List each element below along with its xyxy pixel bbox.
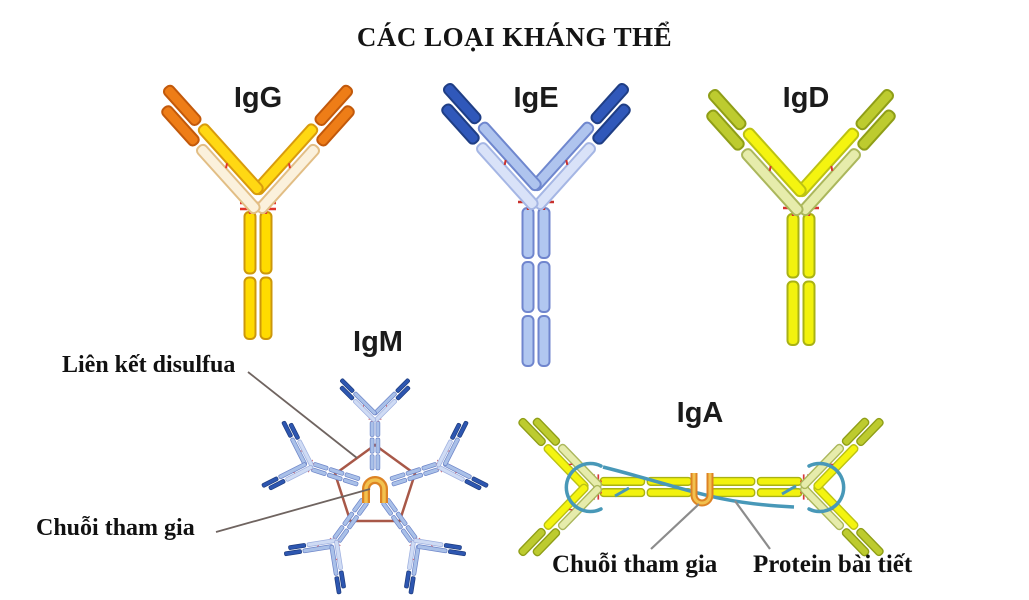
label-iga: IgA [676,397,724,429]
antibody-igd [706,89,896,346]
annotation-secretory-protein: Protein bài tiết [753,551,913,578]
iga-monomer-left [518,417,693,557]
leader-j-chain-iga [650,503,700,550]
igm-monomer [284,498,369,595]
igm-monomer [381,498,466,595]
iga-secretory-protein [564,461,846,514]
annotation-disulfide-bond: Liên kết disulfua [62,352,236,378]
annotation-j-chain-iga: Chuỗi tham gia [552,551,718,578]
antibody-igg [161,84,355,340]
igm-monomer [339,378,411,471]
igm-disulfide-pentagon [333,443,417,523]
leader-disulfide-bond [247,371,358,459]
label-igd: IgD [782,82,830,114]
igm-monomer [389,420,489,491]
annotation-j-chain-igm: Chuỗi tham gia [36,515,195,541]
diagram-title: CÁC LOẠI KHÁNG THỂ [356,22,673,52]
label-igm: IgM [353,326,403,358]
antibody-ige [441,83,631,367]
leader-secretory-protein [734,500,771,550]
label-igg: IgG [233,82,283,114]
iga-monomer-right [709,417,884,557]
label-ige: IgE [513,82,559,114]
igm-monomer [261,420,361,491]
antibody-igm [261,378,489,595]
leader-lines [215,371,771,550]
antibody-iga [518,417,884,557]
leader-j-chain-igm [215,488,371,533]
